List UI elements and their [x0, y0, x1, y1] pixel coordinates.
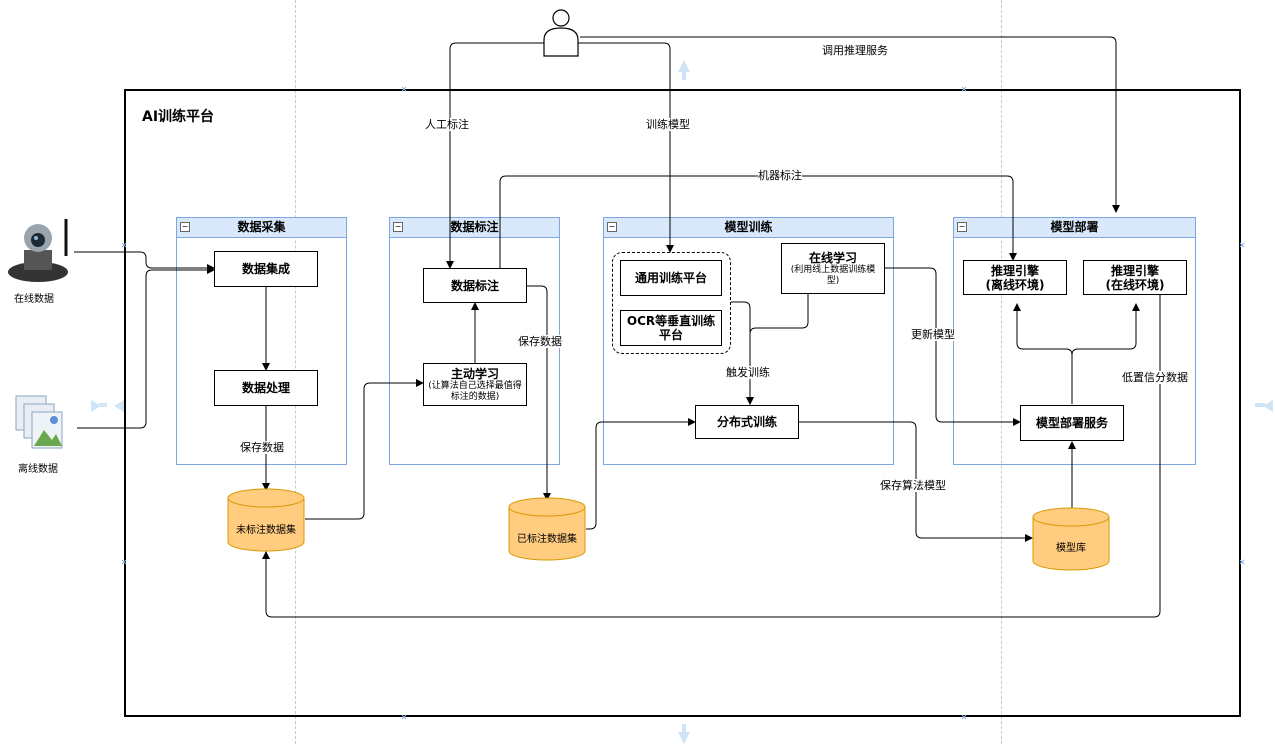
- edge-user-to-training: [578, 42, 674, 253]
- edge-unlabeled-to-active: [305, 379, 424, 520]
- edge-label-save-2: 保存数据: [518, 335, 562, 348]
- offline-inference-engine-box[interactable]: 推理引擎 (离线环境): [963, 260, 1067, 295]
- group-title-deploy: 模型部署: [1050, 220, 1099, 234]
- group-model-deploy[interactable]: − 模型部署: [953, 217, 1196, 465]
- labeled-dataset-label: 已标注数据集: [517, 534, 577, 545]
- db-labeled: [508, 497, 586, 561]
- distributed-training-box[interactable]: 分布式训练: [695, 405, 799, 439]
- collapse-icon[interactable]: −: [957, 222, 967, 232]
- edge-labeled-to-distributed: [586, 418, 696, 530]
- camera-icon: [8, 219, 68, 282]
- edge-annotate-to-labeled: [526, 285, 551, 501]
- resize-handles: [91, 60, 1273, 744]
- edge-label-train-model: 训练模型: [646, 118, 690, 131]
- online-data-label: 在线数据: [14, 294, 54, 305]
- edge-label-low-confidence: 低置信分数据: [1122, 371, 1188, 384]
- edge-service-to-online-engine: [1071, 303, 1140, 356]
- edge-online-learning-to-service: [885, 267, 1021, 426]
- page-guide-right: [1001, 0, 1002, 744]
- data-integration-box[interactable]: 数据集成: [214, 251, 318, 287]
- unlabeled-dataset-label: 未标注数据集: [236, 525, 296, 536]
- collapse-icon[interactable]: −: [393, 222, 403, 232]
- edge-online-learning-to-distributed: [746, 294, 809, 405]
- online-learning-box[interactable]: 在线学习 (利用线上数据训练模型): [781, 243, 885, 294]
- edge-lowconf-to-unlabeled: [262, 286, 1161, 618]
- group-title-labeling: 数据标注: [450, 220, 499, 234]
- collapse-icon[interactable]: −: [180, 222, 190, 232]
- data-processing-box[interactable]: 数据处理: [214, 370, 318, 406]
- edge-service-to-offline-engine: [1013, 303, 1073, 404]
- edge-user-manual: [446, 42, 545, 269]
- edge-label-save-1: 保存数据: [240, 441, 284, 454]
- platform-title: AI训练平台: [142, 109, 215, 125]
- data-annotation-box[interactable]: 数据标注: [423, 268, 527, 303]
- collapse-icon[interactable]: −: [607, 222, 617, 232]
- image-files-icon: [15, 395, 63, 449]
- general-training-box[interactable]: 通用训练平台: [620, 260, 722, 296]
- connection-points: [121, 86, 1245, 720]
- group-model-training[interactable]: − 模型训练: [603, 217, 894, 465]
- group-title-training: 模型训练: [724, 220, 773, 234]
- model-deploy-service-box[interactable]: 模型部署服务: [1020, 405, 1124, 441]
- edge-label-save-model: 保存算法模型: [880, 479, 946, 492]
- edge-machine-label: [499, 175, 1017, 268]
- active-learning-box[interactable]: 主动学习 (让算法自己选择最值得标注的数据): [423, 363, 527, 406]
- edge-label-update: 更新模型: [911, 328, 955, 341]
- model-store-label: 模型库: [1056, 543, 1086, 554]
- edge-label-invoke: 调用推理服务: [822, 44, 888, 57]
- online-inference-engine-box[interactable]: 推理引擎 (在线环境): [1083, 260, 1187, 295]
- edge-offline-to-integrate: [77, 266, 215, 429]
- edge-online-to-integrate: [74, 251, 215, 272]
- edge-label-machine: 机器标注: [758, 169, 802, 182]
- db-unlabeled: [227, 488, 305, 552]
- group-title-collection: 数据采集: [237, 220, 286, 234]
- user-icon: [543, 9, 579, 57]
- db-models: [1032, 507, 1110, 571]
- offline-data-label: 离线数据: [18, 464, 58, 475]
- ocr-training-box[interactable]: OCR等垂直训练平台: [620, 310, 722, 346]
- edge-user-to-annotate: [422, 43, 545, 268]
- edge-general-to-distributed: [731, 301, 754, 405]
- edge-label-manual: 人工标注: [425, 118, 469, 131]
- edge-user-invoke: [580, 36, 1120, 213]
- edge-label-trigger: 触发训练: [726, 366, 770, 379]
- group-data-collection[interactable]: − 数据采集: [176, 217, 347, 465]
- platform-frame[interactable]: [124, 89, 1241, 717]
